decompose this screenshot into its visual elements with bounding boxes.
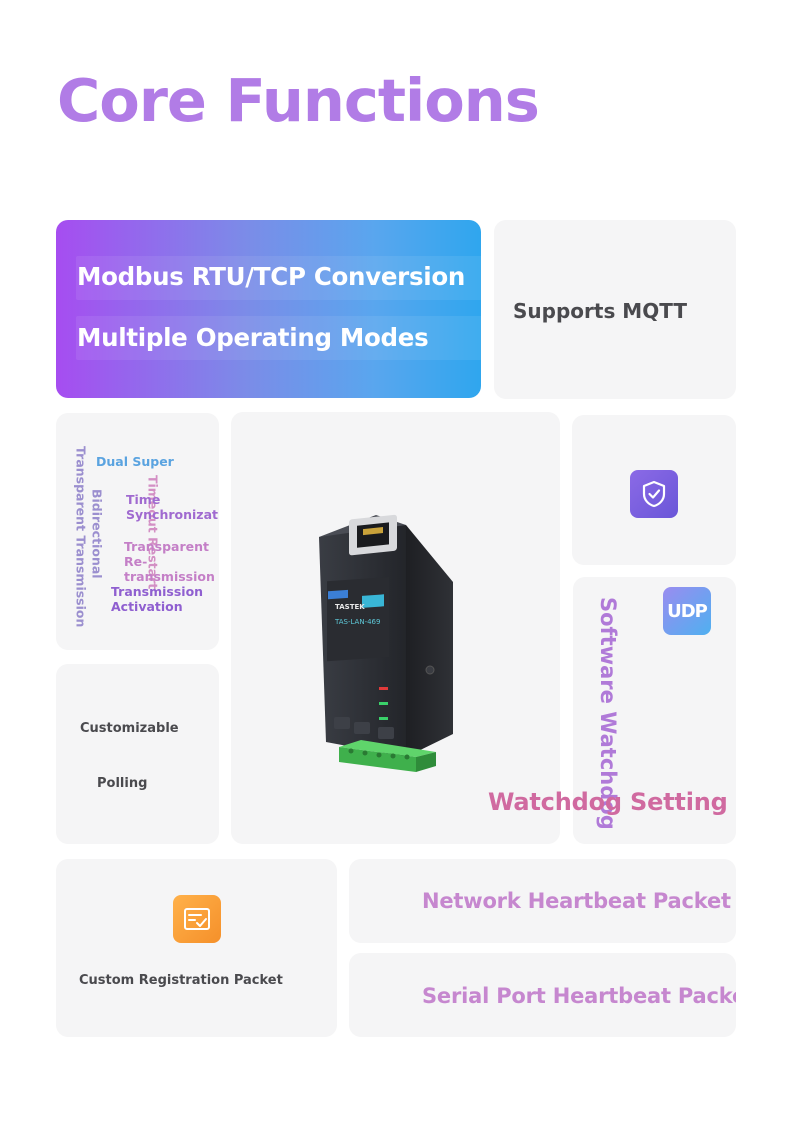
transmission-card: Transparent Transmission Bidirectional T… xyxy=(56,413,219,650)
customizable-label: Customizable xyxy=(80,721,179,736)
bidirectional-vertical: Bidirectional xyxy=(89,489,105,579)
watchdog-setting-label: Watchdog Setting xyxy=(488,788,728,816)
time-sync-label: Time Synchronization xyxy=(126,492,219,522)
dual-super-label: Dual Super xyxy=(96,454,174,469)
watchdog-card: UDP Software Watchdog xyxy=(573,577,736,844)
serial-heartbeat-label: Serial Port Heartbeat Packet xyxy=(422,984,736,1008)
shield-check-icon xyxy=(630,470,678,518)
registration-label: Custom Registration Packet xyxy=(79,973,283,988)
udp-icon: UDP xyxy=(663,587,711,635)
security-card xyxy=(572,415,736,565)
polling-card: Customizable Polling xyxy=(56,664,219,844)
registration-card: Custom Registration Packet xyxy=(56,859,337,1037)
network-heartbeat-card: Network Heartbeat Packet xyxy=(349,859,736,943)
network-heartbeat-label: Network Heartbeat Packet xyxy=(422,889,731,913)
serial-heartbeat-card: Serial Port Heartbeat Packet xyxy=(349,953,736,1037)
hero-line-backdrop-1 xyxy=(76,256,481,300)
device-card: TASTEK TAS-LAN-469 xyxy=(231,412,560,844)
device-brand: TASTEK xyxy=(335,603,365,611)
mqtt-card: Supports MQTT xyxy=(494,220,736,399)
device-illustration: TASTEK TAS-LAN-469 xyxy=(319,514,453,772)
hero-line-backdrop-2 xyxy=(76,316,481,360)
page-title: Core Functions xyxy=(57,66,540,135)
activation-label: Transmission Activation xyxy=(111,584,204,614)
retransmission-label: Transparent Re-transmission xyxy=(124,539,215,584)
registration-form-icon xyxy=(173,895,221,943)
mqtt-label: Supports MQTT xyxy=(513,299,687,323)
software-watchdog-vertical: Software Watchdog xyxy=(596,597,620,830)
hero-modbus-conversion: Modbus RTU/TCP Conversion xyxy=(77,262,466,291)
polling-label: Polling xyxy=(97,776,148,791)
hero-operating-modes: Multiple Operating Modes xyxy=(77,323,429,352)
timeout-restart-vertical: Timeout Restart xyxy=(145,475,161,590)
device-model: TAS-LAN-469 xyxy=(334,618,380,626)
transparent-transmission-vertical: Transparent Transmission xyxy=(73,446,89,628)
hero-card xyxy=(56,220,481,398)
